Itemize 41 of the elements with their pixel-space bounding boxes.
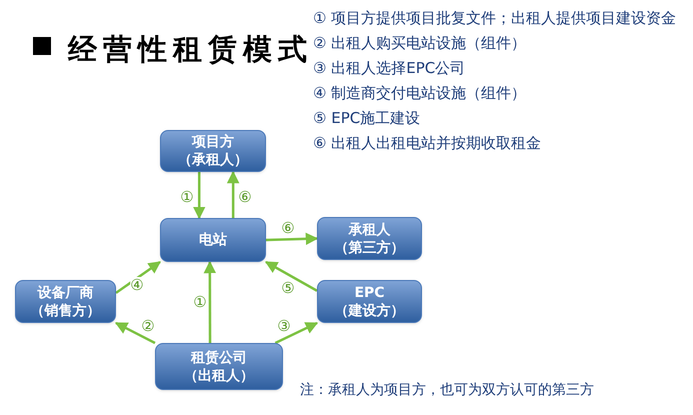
arrow — [204, 260, 216, 343]
box-label: 承租人 — [348, 220, 390, 238]
legend-text: ⑥ 出租人出租电站并按期收取租金 — [313, 133, 542, 154]
arrow — [192, 172, 206, 220]
process-box — [317, 217, 422, 260]
edge-label: ① — [193, 294, 207, 310]
legend-text: ④ 制造商交付电站设施（组件） — [313, 83, 528, 104]
legend-text: ⑤ EPC施工建设 — [313, 108, 422, 129]
legend-text: ③ 出租人选择EPC公司 — [313, 58, 466, 79]
edge-label: ④ — [130, 277, 144, 293]
edge-label: ① — [180, 189, 194, 205]
box-label: 电站 — [199, 231, 227, 249]
process-box — [317, 280, 422, 323]
process-box — [160, 218, 266, 262]
box-label: 租赁公司 — [191, 348, 247, 366]
edge-label: ⑥ — [281, 220, 295, 236]
box-label: （第三方） — [334, 238, 404, 256]
footnote: 注：承租人为项目方，也可为双方认可的第三方 — [300, 381, 594, 400]
arrow — [114, 322, 156, 344]
edge-label: ② — [141, 318, 155, 334]
box-label: （销售方） — [30, 302, 100, 320]
arrow — [115, 260, 162, 294]
box-label: EPC — [354, 284, 385, 302]
edge-label: ⑤ — [281, 280, 295, 296]
arrow — [226, 170, 240, 218]
process-box — [15, 280, 116, 323]
arrow — [266, 232, 318, 246]
edge-label: ⑥ — [238, 189, 252, 205]
box-label: （承租人） — [178, 151, 248, 169]
title: 经营性租赁模式 — [68, 31, 313, 68]
arrow — [274, 322, 318, 344]
arrow — [264, 260, 318, 292]
edge-label: ③ — [277, 318, 291, 334]
legend-text: ① 项目方提供项目批复文件；出租人提供项目建设资金 — [313, 8, 678, 29]
process-box — [160, 130, 266, 172]
box-label: 设备厂商 — [38, 284, 94, 302]
box-label: （出租人） — [184, 366, 254, 384]
box-label: 项目方 — [192, 133, 234, 151]
box-label: （建设方） — [334, 302, 404, 320]
process-box — [155, 343, 283, 390]
legend-text: ② 出租人购买电站设施（组件） — [313, 33, 528, 54]
